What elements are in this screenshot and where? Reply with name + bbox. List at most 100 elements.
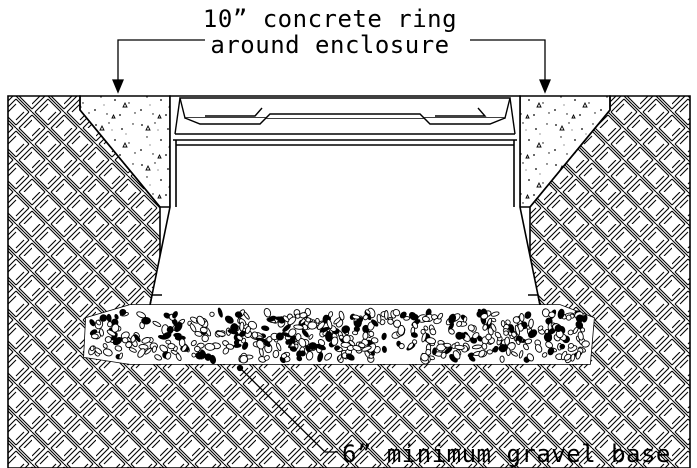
gravel-pebble — [305, 317, 311, 323]
gravel-pebble — [521, 321, 528, 328]
gravel-pebble — [137, 348, 146, 358]
gravel-pebble — [480, 313, 489, 320]
gravel-pebble — [175, 353, 182, 362]
gravel-pebble — [575, 314, 584, 323]
gravel-pebble — [440, 351, 447, 359]
gravel-pebble — [324, 352, 333, 361]
gravel-pebble — [505, 347, 511, 357]
gravel-pebble — [432, 347, 437, 356]
gravel-pebble — [399, 311, 407, 319]
gravel-pebble — [341, 325, 350, 334]
gravel-pebble — [125, 341, 133, 349]
gravel-pebble — [512, 316, 521, 324]
gravel-pebble — [275, 316, 284, 321]
gravel-pebble — [462, 316, 468, 323]
gravel-pebble — [144, 347, 152, 355]
gravel-pebble — [112, 336, 123, 346]
gravel-pebble — [333, 317, 342, 325]
gravel-pebble — [204, 343, 216, 351]
gravel-pebble — [338, 334, 344, 340]
gravel-pebble — [504, 336, 510, 346]
gravel-pebble — [486, 349, 493, 355]
gravel-pebble — [541, 308, 550, 318]
gravel-pebble — [559, 343, 566, 350]
gravel-pebble — [524, 338, 533, 345]
gravel-pebble — [118, 352, 124, 360]
gravel-pebble — [173, 332, 182, 338]
gravel-pebble — [114, 314, 119, 320]
gravel-pebble — [251, 331, 259, 339]
gravel-pebble — [528, 318, 534, 329]
gravel-pebble — [490, 323, 497, 332]
gravel-pebble — [398, 343, 405, 350]
gravel-pebble — [537, 325, 544, 331]
gravel-pebble — [425, 337, 437, 345]
gravel-pebble — [296, 350, 303, 358]
gravel-pebble — [244, 325, 251, 334]
gravel-pebble — [172, 311, 178, 319]
gravel-pebble — [345, 353, 355, 361]
gravel-pebble — [403, 316, 411, 321]
gravel-pebble — [425, 348, 432, 356]
gravel-pebble — [381, 345, 387, 353]
gravel-pebble — [407, 342, 414, 350]
concrete-ring-label: 10” concrete ring around enclosure — [0, 7, 660, 59]
gravel-pebble — [308, 334, 314, 340]
gravel-pebble — [89, 319, 96, 327]
gravel-pebble — [563, 353, 572, 361]
gravel-pebble — [201, 334, 209, 343]
gravel-pebble — [275, 332, 284, 341]
gravel-pebble — [368, 330, 375, 337]
gravel-pebble — [209, 311, 215, 317]
gravel-pebble — [393, 319, 402, 328]
gravel-pebble — [545, 341, 553, 349]
gravel-pebble — [298, 338, 307, 348]
gravel-pebble — [289, 346, 298, 352]
leader-dot — [236, 364, 244, 372]
gravel-pebble — [534, 344, 543, 353]
gravel-pebble — [518, 350, 524, 359]
gravel-pebble — [241, 341, 249, 350]
gravel-pebble — [397, 324, 405, 336]
gravel-pebble — [454, 344, 465, 350]
gravel-pebble — [452, 350, 461, 360]
gravel-pebble — [227, 329, 239, 335]
gravel-pebble — [499, 355, 505, 363]
gravel-pebble — [351, 314, 361, 320]
gravel-pebble — [421, 316, 430, 322]
gravel-pebble — [152, 320, 162, 327]
gravel-pebble — [199, 326, 208, 334]
gravel-pebble — [472, 332, 480, 340]
gravel-pebble — [178, 338, 186, 348]
gravel-pebble — [167, 343, 176, 350]
gravel-pebble — [514, 324, 520, 336]
gravel-pebble — [376, 313, 382, 324]
gravel-pebble — [151, 345, 157, 353]
gravel-pebble — [165, 352, 172, 360]
concrete-ring-leader — [112, 39, 551, 94]
gravel-pebble — [104, 336, 112, 343]
gravel-pebble — [384, 310, 389, 320]
gravel-pebble — [287, 316, 297, 326]
gravel-pebble — [334, 345, 341, 351]
gravel-pebble — [106, 313, 112, 323]
gravel-pebble — [381, 332, 387, 341]
gravel-pebble — [528, 329, 538, 339]
gravel-pebble — [503, 330, 509, 336]
gravel-pebble — [305, 351, 314, 361]
concrete-ring-left — [79, 95, 171, 208]
gravel-pebble — [567, 343, 574, 349]
gravel-pebble — [94, 347, 103, 355]
gravel-pebble — [410, 332, 418, 338]
gravel-pebble — [361, 345, 372, 352]
gravel-pebble — [234, 311, 243, 318]
gravel-pebble — [162, 332, 172, 340]
gravel-pebble — [490, 317, 497, 323]
gravel-pebble — [493, 345, 499, 351]
gravel-pebble — [209, 354, 217, 365]
gravel-pebble — [412, 321, 419, 329]
gravel-pebble — [436, 343, 446, 352]
gravel-pebble — [315, 317, 320, 324]
gravel-pebble — [154, 354, 162, 361]
gravel-pebble — [317, 339, 326, 346]
